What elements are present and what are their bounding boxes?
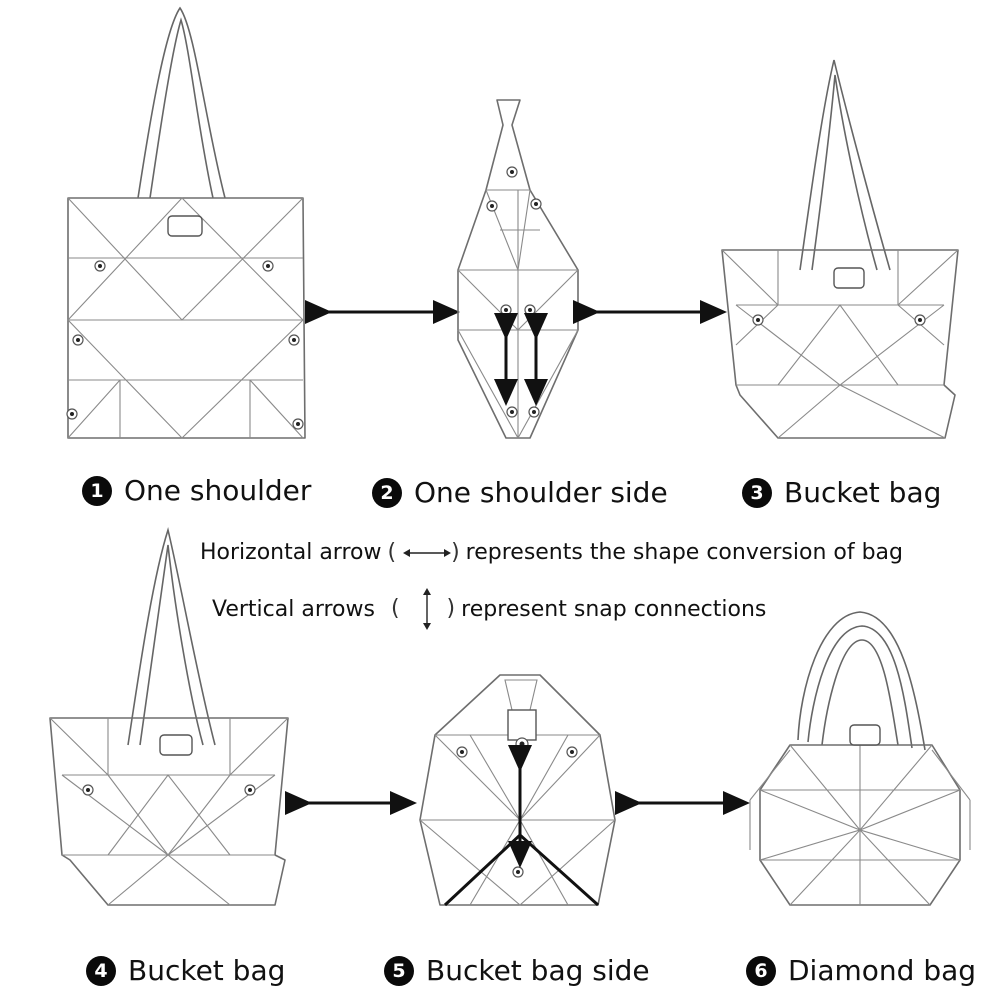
bag-one-shoulder bbox=[66, 6, 306, 439]
snap-button-4 bbox=[288, 334, 300, 346]
bag-bucket-side bbox=[419, 674, 616, 907]
caption-label-2: One shoulder side bbox=[414, 476, 668, 509]
legend-vertical: Vertical arrows ( ) represent snap conne… bbox=[212, 588, 766, 630]
legend-vertical-label: Vertical arrows bbox=[212, 596, 375, 622]
legend-vertical-text: represent snap connections bbox=[461, 596, 767, 622]
caption-label-5: Bucket bag side bbox=[426, 954, 650, 987]
snap-button-1 bbox=[94, 260, 106, 272]
bag-one-shoulder-side bbox=[457, 99, 579, 440]
bag-bucket-3 bbox=[721, 59, 959, 439]
legend-horizontal-text: represents the shape conversion of bag bbox=[465, 540, 903, 565]
caption-5: 5 Bucket bag side bbox=[384, 954, 650, 987]
caption-label-3: Bucket bag bbox=[784, 476, 942, 509]
legend-vertical-symbol: ( ) bbox=[391, 588, 455, 630]
step-number-3: 3 bbox=[742, 477, 772, 508]
caption-2: 2 One shoulder side bbox=[372, 476, 668, 509]
step-number-2: 2 bbox=[372, 477, 402, 508]
step-number-4: 4 bbox=[86, 955, 116, 986]
legend-horizontal-label: Horizontal arrow bbox=[200, 540, 382, 565]
bag-diamond bbox=[749, 611, 971, 906]
caption-1: 1 One shoulder bbox=[82, 474, 311, 507]
caption-label-4: Bucket bag bbox=[128, 954, 286, 987]
step-number-5: 5 bbox=[384, 955, 414, 986]
snap-button-5 bbox=[66, 408, 78, 420]
bag-bucket-4 bbox=[49, 527, 289, 906]
caption-3: 3 Bucket bag bbox=[742, 476, 941, 509]
caption-6: 6 Diamond bag bbox=[746, 954, 976, 987]
caption-label-1: One shoulder bbox=[124, 474, 312, 507]
caption-label-6: Diamond bag bbox=[788, 954, 977, 987]
step-number-1: 1 bbox=[82, 475, 112, 506]
caption-4: 4 Bucket bag bbox=[86, 954, 285, 987]
snap-button-2 bbox=[262, 260, 274, 272]
snap-button-3 bbox=[72, 334, 84, 346]
step-number-6: 6 bbox=[746, 955, 776, 986]
snap-button-6 bbox=[292, 418, 304, 430]
legend-horizontal: Horizontal arrow ( ) represents the shap… bbox=[200, 540, 903, 565]
horizontal-arrow-icon bbox=[403, 549, 452, 557]
legend-horizontal-symbol: ( ) bbox=[387, 540, 460, 565]
vertical-arrow-icon bbox=[422, 588, 431, 630]
